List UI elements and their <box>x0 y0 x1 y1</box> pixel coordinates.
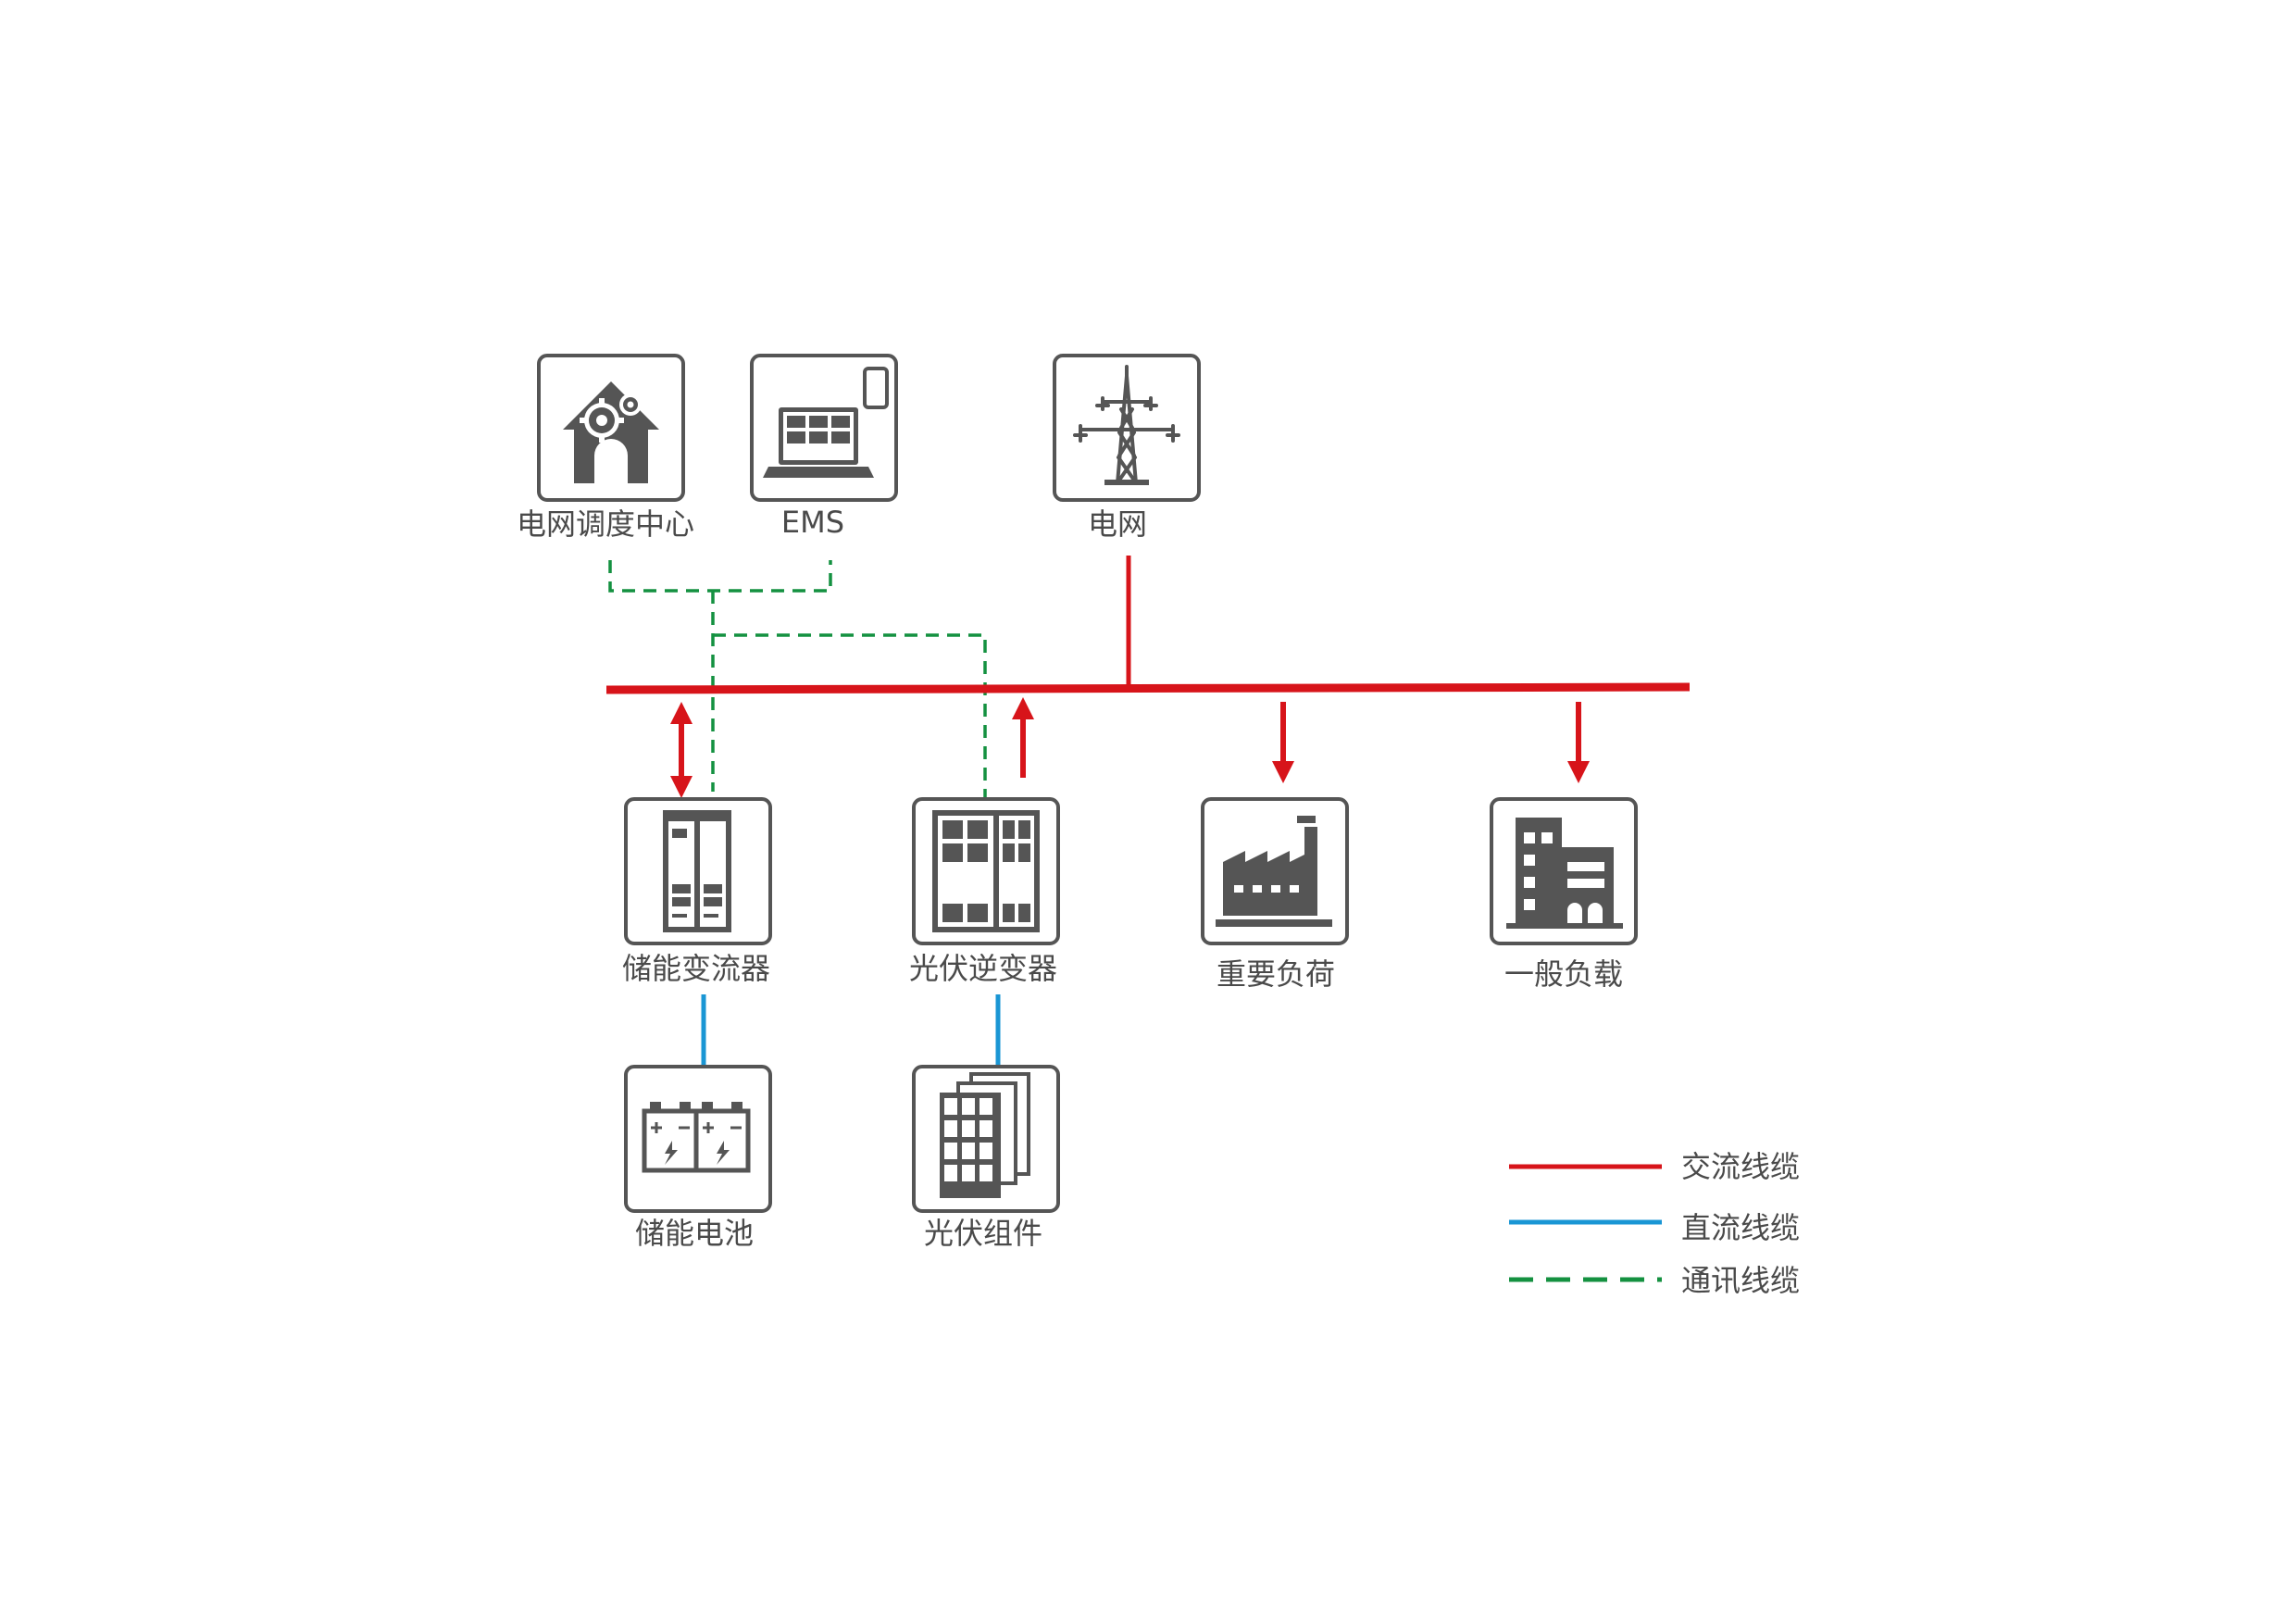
label-dispatch-center: 电网调度中心 <box>516 506 695 542</box>
solar-panel-icon <box>912 1065 1060 1213</box>
label-grid: 电网 <box>1087 506 1148 542</box>
comm-lines <box>608 560 987 798</box>
cabinet-icon <box>624 797 772 945</box>
power-tower-icon <box>1053 354 1201 502</box>
label-pv-module: 光伏组件 <box>923 1216 1043 1251</box>
comm-line-pv-inverter <box>713 633 987 798</box>
ac-bus <box>605 682 1691 694</box>
battery-icon <box>624 1065 772 1213</box>
comm-line-dispatch-ems <box>608 560 832 593</box>
dc-lines <box>701 994 1001 1069</box>
legend-dc-label: 直流线缆 <box>1681 1210 1801 1245</box>
legend-comm-label: 通讯线缆 <box>1681 1263 1801 1298</box>
ac-lines <box>605 556 1691 798</box>
label-pv-inverter: 光伏逆变器 <box>908 951 1058 986</box>
factory-icon <box>1201 797 1349 945</box>
label-pcs: 储能变流器 <box>621 951 771 986</box>
legend-lines <box>1509 1164 1662 1282</box>
label-critical-load: 重要负荷 <box>1216 956 1336 992</box>
legend-ac-label: 交流线缆 <box>1681 1149 1801 1184</box>
house-gears-icon <box>537 354 685 502</box>
label-ems: EMS <box>780 505 845 540</box>
label-general-load: 一般负载 <box>1504 956 1624 992</box>
office-building-icon <box>1490 797 1638 945</box>
laptop-phone-icon <box>750 354 898 502</box>
inverter-cabinet-icon <box>912 797 1060 945</box>
label-battery: 储能电池 <box>634 1216 755 1251</box>
